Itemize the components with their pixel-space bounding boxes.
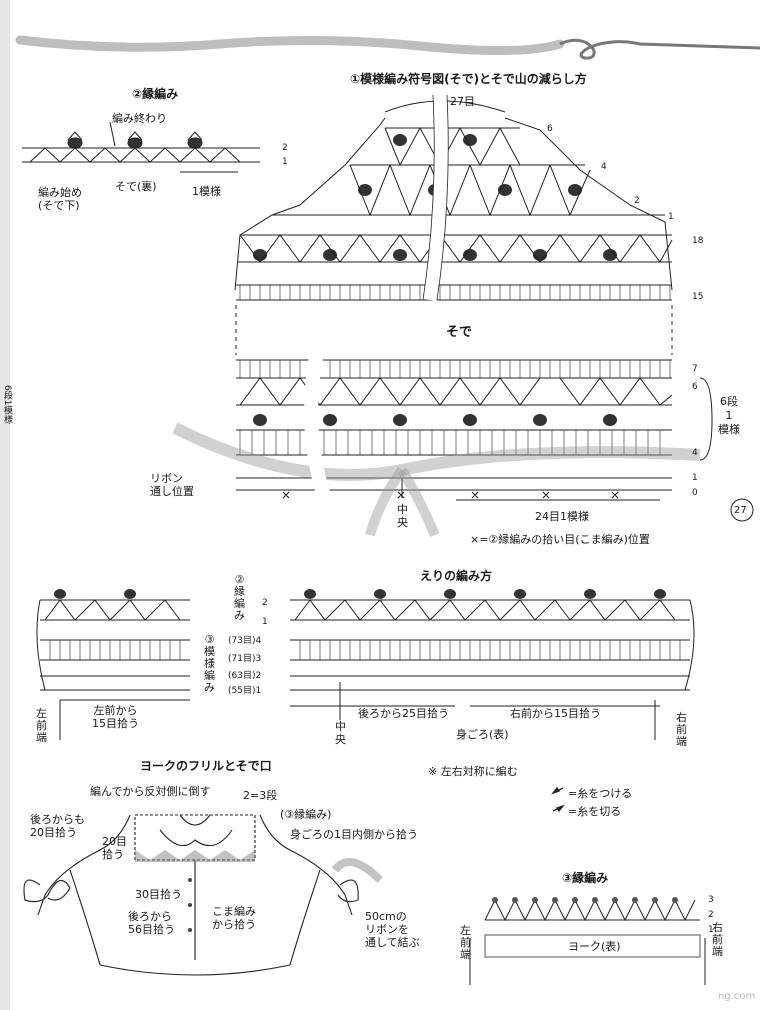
edging2-row-1: 1: [282, 157, 288, 167]
sleeve-row-mark: 1: [692, 473, 698, 483]
collar-back-pick: 後ろから25目拾う: [358, 707, 449, 720]
sleeve-title: ①模様編み符号図(そで)とそで山の減らし方: [350, 72, 587, 86]
edging3-left-front: 左 前 端: [460, 924, 471, 961]
sleeve-row-mark: 2: [634, 196, 640, 206]
collar-row-label: (63目)2: [228, 671, 262, 681]
yoke-sc-pick: こま編み から拾う: [212, 905, 256, 931]
collar-right-front: 右 前 端: [676, 711, 687, 748]
sleeve-center-label: 中 央: [397, 503, 408, 529]
edging2-title: ②縁編み: [132, 87, 179, 101]
edging3-row-1: 1: [708, 925, 714, 935]
yoke-edging-ref: (③縁編み): [280, 808, 332, 821]
collar-right-pick: 右前から15目拾う: [510, 707, 601, 720]
sleeve-row-mark: 1: [668, 212, 674, 222]
sleeve-row-mark: 15: [692, 292, 704, 302]
yoke-pick-56: 後ろから 56目拾う: [128, 910, 175, 936]
yoke-title: ヨークのフリルとそで口: [140, 759, 272, 773]
collar-body-label: 身ごろ(表): [456, 728, 509, 741]
legend-cut: =糸を切る: [568, 805, 622, 818]
sleeve-bottom-repeat: 24目1模様: [535, 510, 589, 523]
collar-left-front: 左 前 端: [36, 707, 47, 744]
sleeve-row-mark: 4: [692, 448, 698, 458]
ribbon-position-label: リボン 通し位置: [150, 472, 194, 498]
edging3-right-front: 右 前 端: [712, 921, 723, 958]
yoke-rows-note: 2=3段: [243, 789, 278, 802]
yoke-pick-30: 30目拾う: [135, 888, 182, 901]
side-tab-label: 6段1模様: [2, 385, 12, 424]
sleeve-row-mark: 6: [547, 124, 553, 134]
symmetric-note: ※ 左右対称に編む: [428, 765, 518, 778]
edging2-row-2: 2: [282, 143, 288, 153]
legend-attach: =糸をつける: [568, 787, 633, 800]
edging2-start-label: 編み始め (そで下): [38, 186, 82, 212]
yoke-back-too: 後ろからも 20目拾う: [30, 813, 85, 839]
edging2-back-label: そで(裏): [115, 180, 157, 193]
collar-side-label-edging2: ② 縁 編 み: [234, 573, 245, 622]
collar-row-label: (55目)1: [228, 686, 262, 696]
sleeve-row-mark: 7: [692, 364, 698, 374]
sleeve-label: そで: [446, 325, 473, 340]
sleeve-row-mark: 6: [692, 382, 698, 392]
collar-row-label: 1: [262, 617, 268, 627]
collar-row-label: 2: [262, 598, 268, 608]
collar-row-label: (71目)3: [228, 654, 262, 664]
yoke-inside-pick: 身ごろの1目内側から拾う: [290, 828, 418, 841]
sleeve-row-mark: 0: [692, 488, 698, 498]
sleeve-row-mark: 18: [692, 236, 704, 246]
sleeve-top-count: 27目: [450, 95, 475, 108]
pickup-note: ×=②縁編みの拾い目(こま編み)位置: [470, 533, 650, 546]
collar-left-pick: 左前から 15目拾う: [92, 704, 139, 730]
sleeve-row-mark: 4: [601, 162, 607, 172]
collar-side-label-pattern3: ③ 模 様 編 み: [204, 633, 215, 694]
edging3-row-2: 2: [708, 910, 714, 920]
edging3-row-3: 3: [708, 895, 714, 905]
yoke-fold-note: 編んでから反対側に倒す: [90, 785, 211, 798]
edging3-yoke-label: ヨーク(表): [568, 940, 621, 953]
sleeve-repeat-label: 6段 1 模様: [718, 395, 740, 436]
edging3-title: ③縁編み: [562, 871, 609, 885]
collar-row-label: (73目)4: [228, 636, 262, 646]
collar-center: 中 央: [335, 720, 346, 746]
yoke-pick-20: 20目 拾う: [102, 835, 127, 861]
edging2-repeat-label: 1模様: [192, 185, 221, 198]
collar-title: えりの編み方: [420, 569, 493, 583]
page-number: 27: [734, 505, 747, 516]
watermark: ng.com: [718, 991, 756, 1002]
yoke-ribbon-note: 50cmの リボンを 通して結ぶ: [365, 910, 420, 949]
edging2-end-label: 編み終わり: [112, 112, 167, 125]
